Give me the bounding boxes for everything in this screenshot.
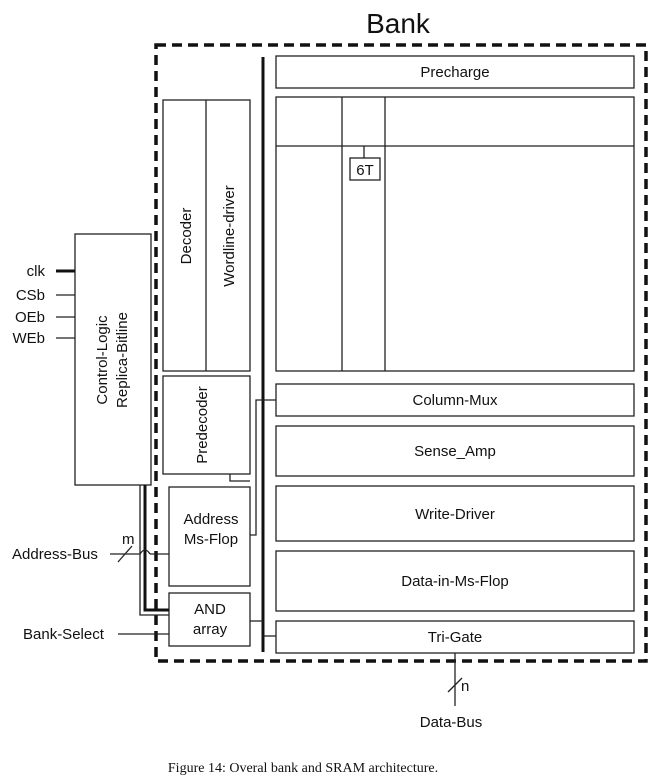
write-driver-label: Write-Driver (415, 506, 495, 523)
address-ms-flop-label-2: Ms-Flop (184, 531, 238, 548)
wordline-driver-label: Wordline-driver (221, 185, 238, 286)
figure-caption: Figure 14: Overal bank and SRAM architec… (168, 761, 438, 776)
sense-amp-block: Sense_Amp (275, 425, 635, 477)
control-logic-label: Control-Logic (94, 315, 111, 405)
control-inputs: clk CSb OEb WEb (12, 263, 75, 347)
control-to-and-wire (139, 485, 169, 616)
tri-gate-block: Tri-Gate (275, 620, 635, 654)
address-ms-flop-block: Address Ms-Flop (168, 486, 251, 587)
tri-gate-label: Tri-Gate (428, 629, 482, 646)
precharge-block: Precharge (275, 55, 635, 89)
address-bus-slash (117, 545, 133, 563)
data-bus-slash (447, 677, 463, 693)
data-bus-label: Data-Bus (420, 714, 483, 731)
6t-cell (349, 157, 381, 181)
bank-title: Bank (366, 8, 431, 39)
address-width-label: m (122, 531, 135, 548)
address-flop-to-column-mux-wire (250, 399, 276, 536)
and-array-block: AND array (168, 592, 251, 647)
6t-cell-label: 6T (356, 162, 374, 179)
replica-bitline-label: Replica-Bitline (114, 312, 131, 408)
address-ms-flop-label-1: Address (183, 511, 238, 528)
oeb-label: OEb (15, 309, 45, 326)
decoder-label: Decoder (178, 208, 195, 265)
data-width-label: n (461, 678, 469, 695)
address-bus-label: Address-Bus (12, 546, 98, 563)
and-array-label-1: AND (194, 601, 226, 618)
decoder-wordline-block: Decoder Wordline-driver (162, 99, 251, 372)
column-mux-label: Column-Mux (412, 392, 498, 409)
bank-select: Bank-Select (23, 626, 169, 643)
data-in-ms-flop-label: Data-in-Ms-Flop (401, 573, 509, 590)
address-bus: Address-Bus m (12, 531, 169, 563)
bank-select-label: Bank-Select (23, 626, 105, 643)
clk-label: clk (27, 263, 46, 280)
csb-label: CSb (16, 287, 45, 304)
and-array-label-2: array (193, 621, 228, 638)
data-in-ms-flop-block: Data-in-Ms-Flop (275, 550, 635, 612)
data-bus: n Data-Bus (420, 653, 483, 731)
predecoder-output-wire (229, 474, 250, 482)
sense-amp-label: Sense_Amp (414, 443, 496, 460)
write-driver-block: Write-Driver (275, 485, 635, 542)
precharge-label: Precharge (420, 64, 489, 81)
control-logic-block: Control-Logic Replica-Bitline (74, 233, 152, 486)
control-to-and-bus (143, 485, 169, 612)
bank-boundary (154, 43, 648, 663)
predecoder-label: Predecoder (194, 386, 211, 464)
bitcell-array: 6T (275, 96, 635, 372)
predecoder-block: Predecoder (162, 375, 251, 475)
web-label: WEb (12, 330, 45, 347)
column-mux-block: Column-Mux (275, 383, 635, 417)
